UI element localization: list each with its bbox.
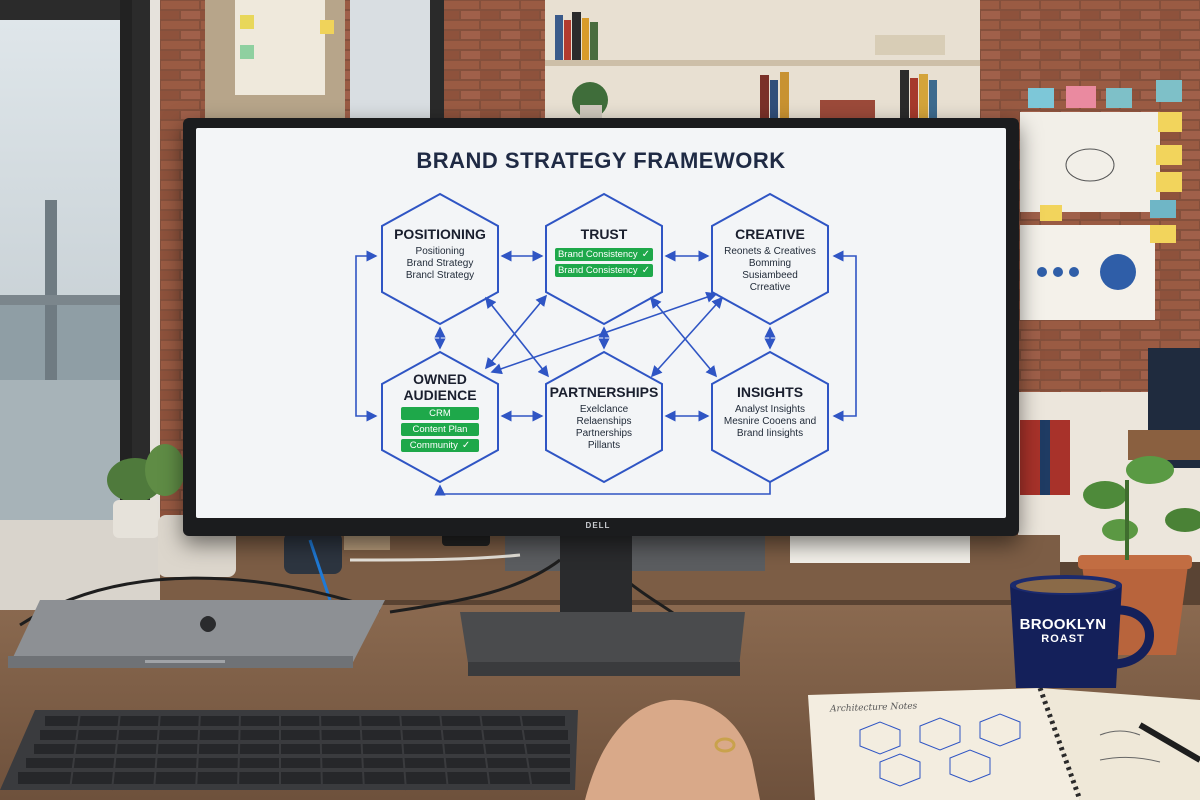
node-line: Relaenships <box>576 416 632 427</box>
check-icon: ✓ <box>461 440 471 451</box>
hand <box>585 699 760 800</box>
wall-sketch <box>1020 112 1160 212</box>
node-creative: CREATIVE Reonets & Creatives Bomming Sus… <box>710 226 830 294</box>
node-line: Brand Strategy <box>406 258 474 269</box>
node-trust: TRUST Brand Consistency ✓ Brand Consiste… <box>544 226 664 277</box>
node-line: Bomming <box>748 258 792 269</box>
hex-positioning <box>381 192 499 326</box>
diagram-title: BRAND STRATEGY FRAMEWORK <box>416 148 786 173</box>
node-title: POSITIONING <box>394 226 486 242</box>
node-title: INSIGHTS <box>736 384 804 400</box>
badge-label: Brand Consistency <box>557 249 638 260</box>
keyboard[interactable] <box>0 710 578 791</box>
monitor-screen: BRAND STRATEGY FRAMEWORK <box>196 128 1006 518</box>
hex-owned-audience <box>381 350 499 484</box>
node-line: Pillants <box>587 440 621 451</box>
node-line: Brancl Strategy <box>405 270 475 281</box>
node-title-line1: OWNED <box>413 371 467 387</box>
node-line: Exelclance <box>579 404 629 415</box>
node-line: Reonets & Creatives <box>724 246 816 257</box>
node-line: Mesnire Cooens and <box>723 416 817 427</box>
node-title-line2: AUDIENCE <box>403 387 477 403</box>
node-title: TRUST <box>580 226 628 242</box>
node-line: Crreative <box>749 282 791 293</box>
window <box>0 0 150 560</box>
node-line: Analyst Insights <box>734 404 806 415</box>
mug-label-line1: BROOKLYN <box>1019 616 1107 633</box>
coffee-mug <box>1010 575 1154 688</box>
badge: Brand Consistency ✓ <box>555 264 653 277</box>
monitor-brand-logo: DELL <box>585 521 611 530</box>
node-insights: INSIGHTS Analyst Insights Mesnire Cooens… <box>710 384 830 440</box>
node-positioning: POSITIONING Positioning Brand Strategy B… <box>380 226 500 282</box>
check-icon: ✓ <box>641 249 651 260</box>
bookshelf <box>545 0 980 125</box>
badge-label: Content Plan <box>412 424 468 435</box>
hex-partnerships <box>545 350 663 484</box>
node-title: CREATIVE <box>735 226 805 242</box>
badge-label: Community <box>409 440 458 451</box>
badge: Content Plan <box>401 423 479 436</box>
notebook <box>808 687 1200 800</box>
node-line: Positioning <box>415 246 465 257</box>
badge-label: Brand Consistency <box>557 265 638 276</box>
badge-label: CRM <box>429 408 451 419</box>
node-line: Susiambeed <box>742 270 798 281</box>
framework-diagram <box>355 192 857 496</box>
badge: CRM <box>401 407 479 420</box>
badge: Brand Consistency ✓ <box>555 248 653 261</box>
check-icon: ✓ <box>641 265 651 276</box>
node-title: PARTNERSHIPS <box>549 384 659 400</box>
node-owned-audience: OWNED AUDIENCE CRM Content Plan Communit… <box>380 371 500 452</box>
apple-logo-icon <box>200 616 216 632</box>
node-line: Partnerships <box>575 428 633 439</box>
badge: Community ✓ <box>401 439 479 452</box>
node-line: Brand Iinsights <box>736 428 804 439</box>
hex-creative <box>711 192 829 326</box>
laptop <box>8 600 385 668</box>
monitor-stand <box>560 530 632 626</box>
mug-label-line2: ROAST <box>1041 633 1085 645</box>
node-partnerships: PARTNERSHIPS Exelclance Relaenships Part… <box>544 384 664 452</box>
mug-label: BROOKLYN ROAST <box>1004 617 1122 647</box>
